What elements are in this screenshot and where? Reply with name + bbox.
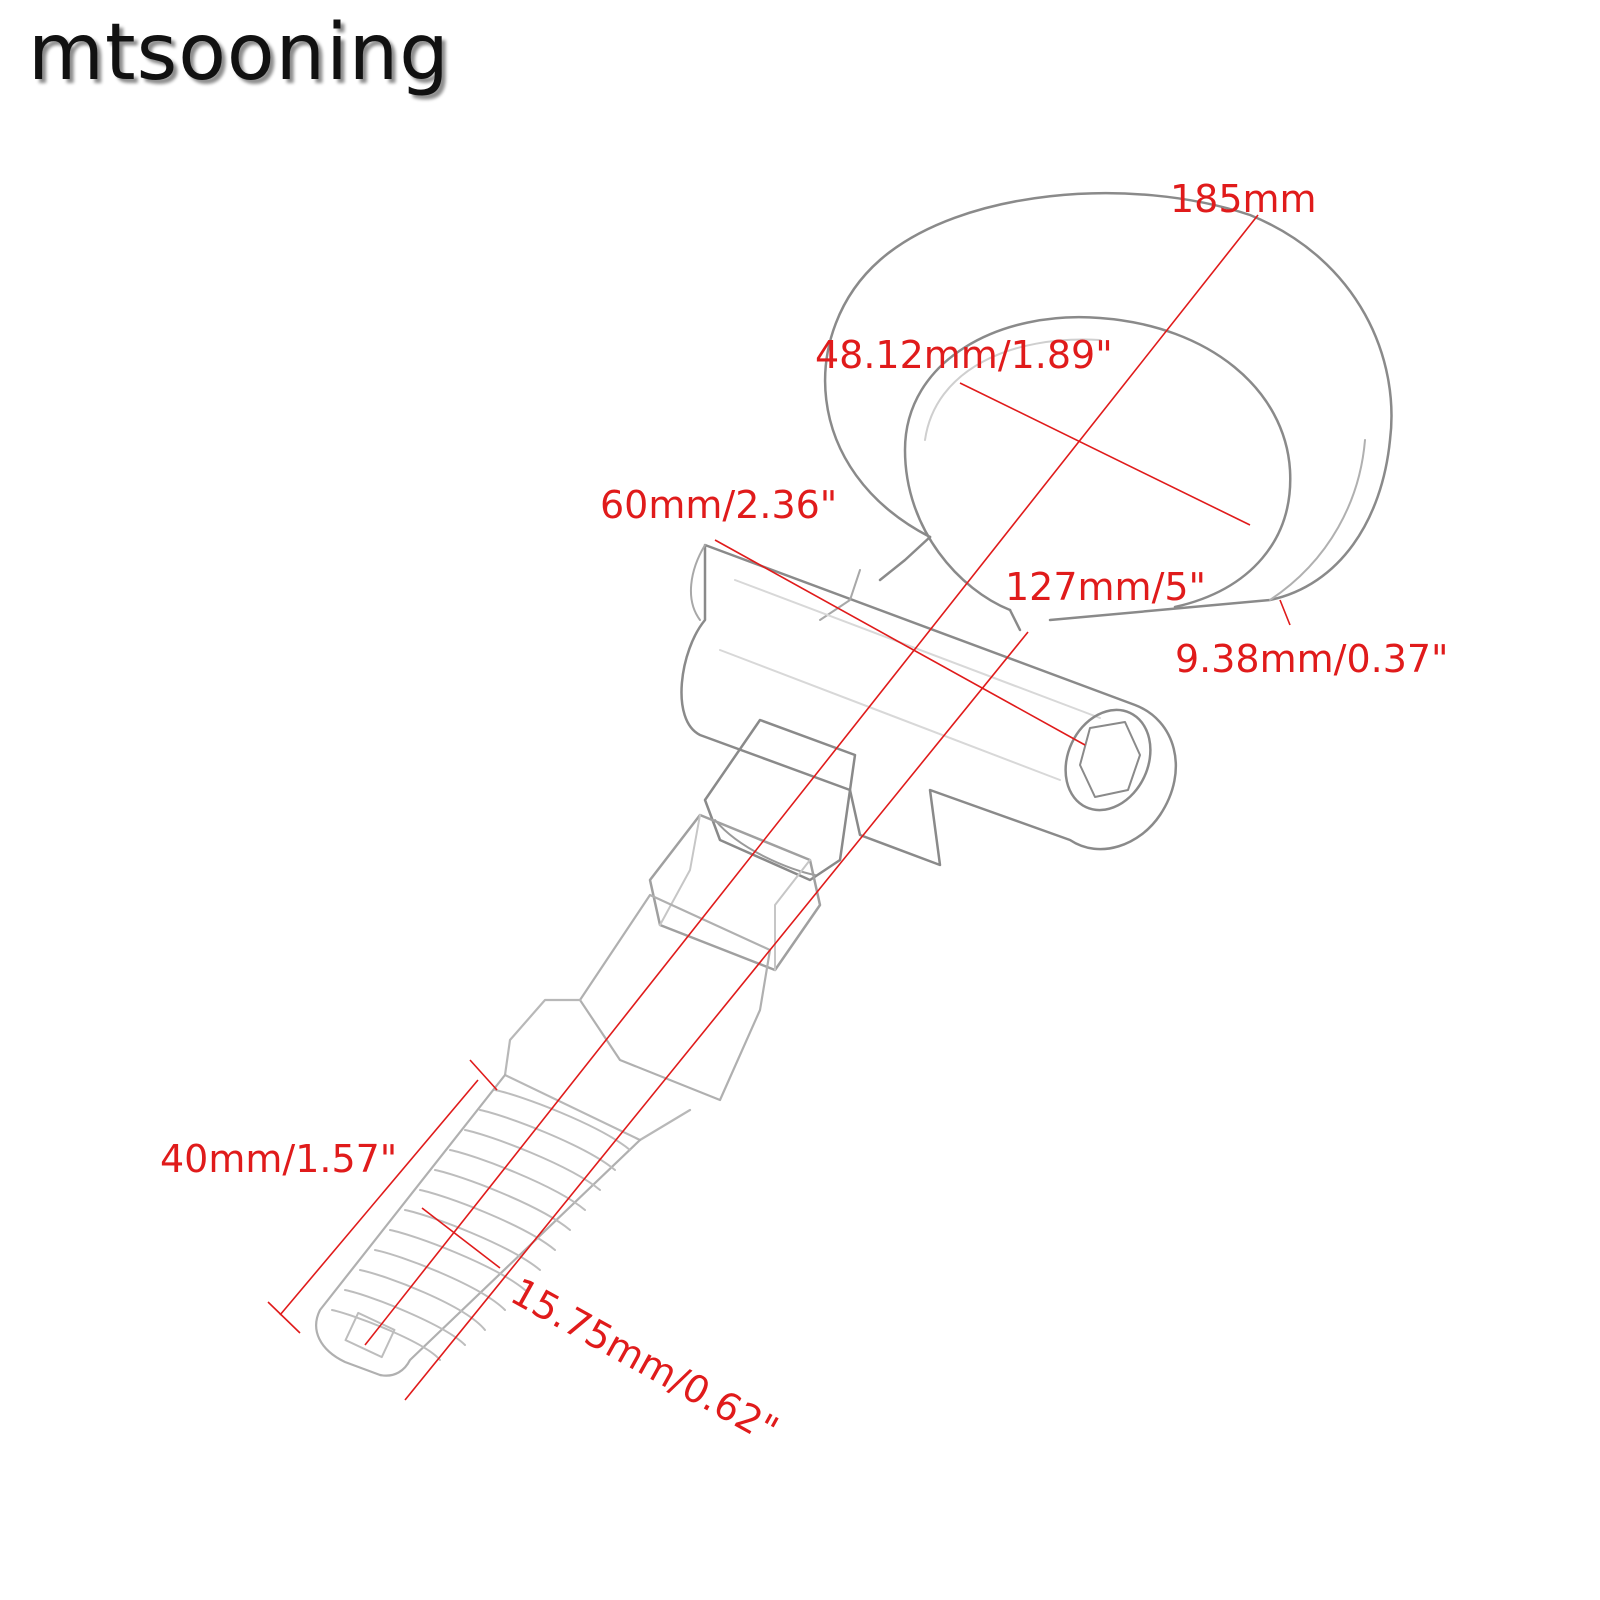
body-top-face: [689, 544, 861, 621]
dim-tick-thread-bottom: [267, 1301, 301, 1334]
bolt-tip: [344, 1311, 396, 1359]
dim-line-body-width: [714, 539, 1086, 746]
socket-end-ellipse: [1064, 708, 1152, 812]
tow-hook-drawing: [315, 191, 1393, 1377]
dimension-labels: 185mm 48.12mm/1.89" 60mm/2.36" 127mm/5" …: [160, 177, 1449, 1452]
label-thread-length: 40mm/1.57": [160, 1137, 397, 1181]
dim-line-overall-length: [364, 214, 1259, 1346]
dimension-lines: [267, 214, 1291, 1401]
ring-outer-edge: [1269, 439, 1366, 601]
shank-taper: [503, 998, 692, 1142]
dim-line-ring-thickness: [1279, 599, 1291, 626]
dim-line-ring-inner: [959, 382, 1251, 526]
label-body-width: 60mm/2.36": [600, 483, 837, 527]
ring-outer-outline: [823, 191, 1393, 622]
body-highlight: [719, 579, 1101, 781]
dim-line-center-length: [404, 631, 1029, 1401]
bolt-threads: [331, 1089, 631, 1361]
dim-tick-thread-top: [469, 1059, 498, 1091]
label-ring-thickness: 9.38mm/0.37": [1175, 637, 1449, 681]
hex-nut-edges: [659, 814, 811, 971]
body-tube-outline: [680, 543, 1178, 867]
label-thread-diameter: 15.75mm/0.62": [504, 1269, 786, 1452]
lower-shank: [578, 893, 772, 1102]
collar-ring: [714, 819, 816, 876]
label-center-length: 127mm/5": [1005, 565, 1206, 609]
ring-inner-shade: [924, 338, 1101, 441]
dim-line-thread-length: [279, 1079, 479, 1316]
bolt-outline: [315, 1073, 642, 1377]
dim-line-thread-diameter: [421, 1207, 501, 1269]
label-overall-length: 185mm: [1170, 177, 1317, 221]
label-ring-inner: 48.12mm/1.89": [815, 333, 1113, 377]
ring-neck: [878, 535, 1022, 632]
ring-inner-outline: [903, 315, 1292, 612]
shaft-collar: [703, 718, 857, 882]
brand-logo-text: mtsooning: [28, 8, 450, 98]
hex-socket: [1079, 721, 1141, 798]
